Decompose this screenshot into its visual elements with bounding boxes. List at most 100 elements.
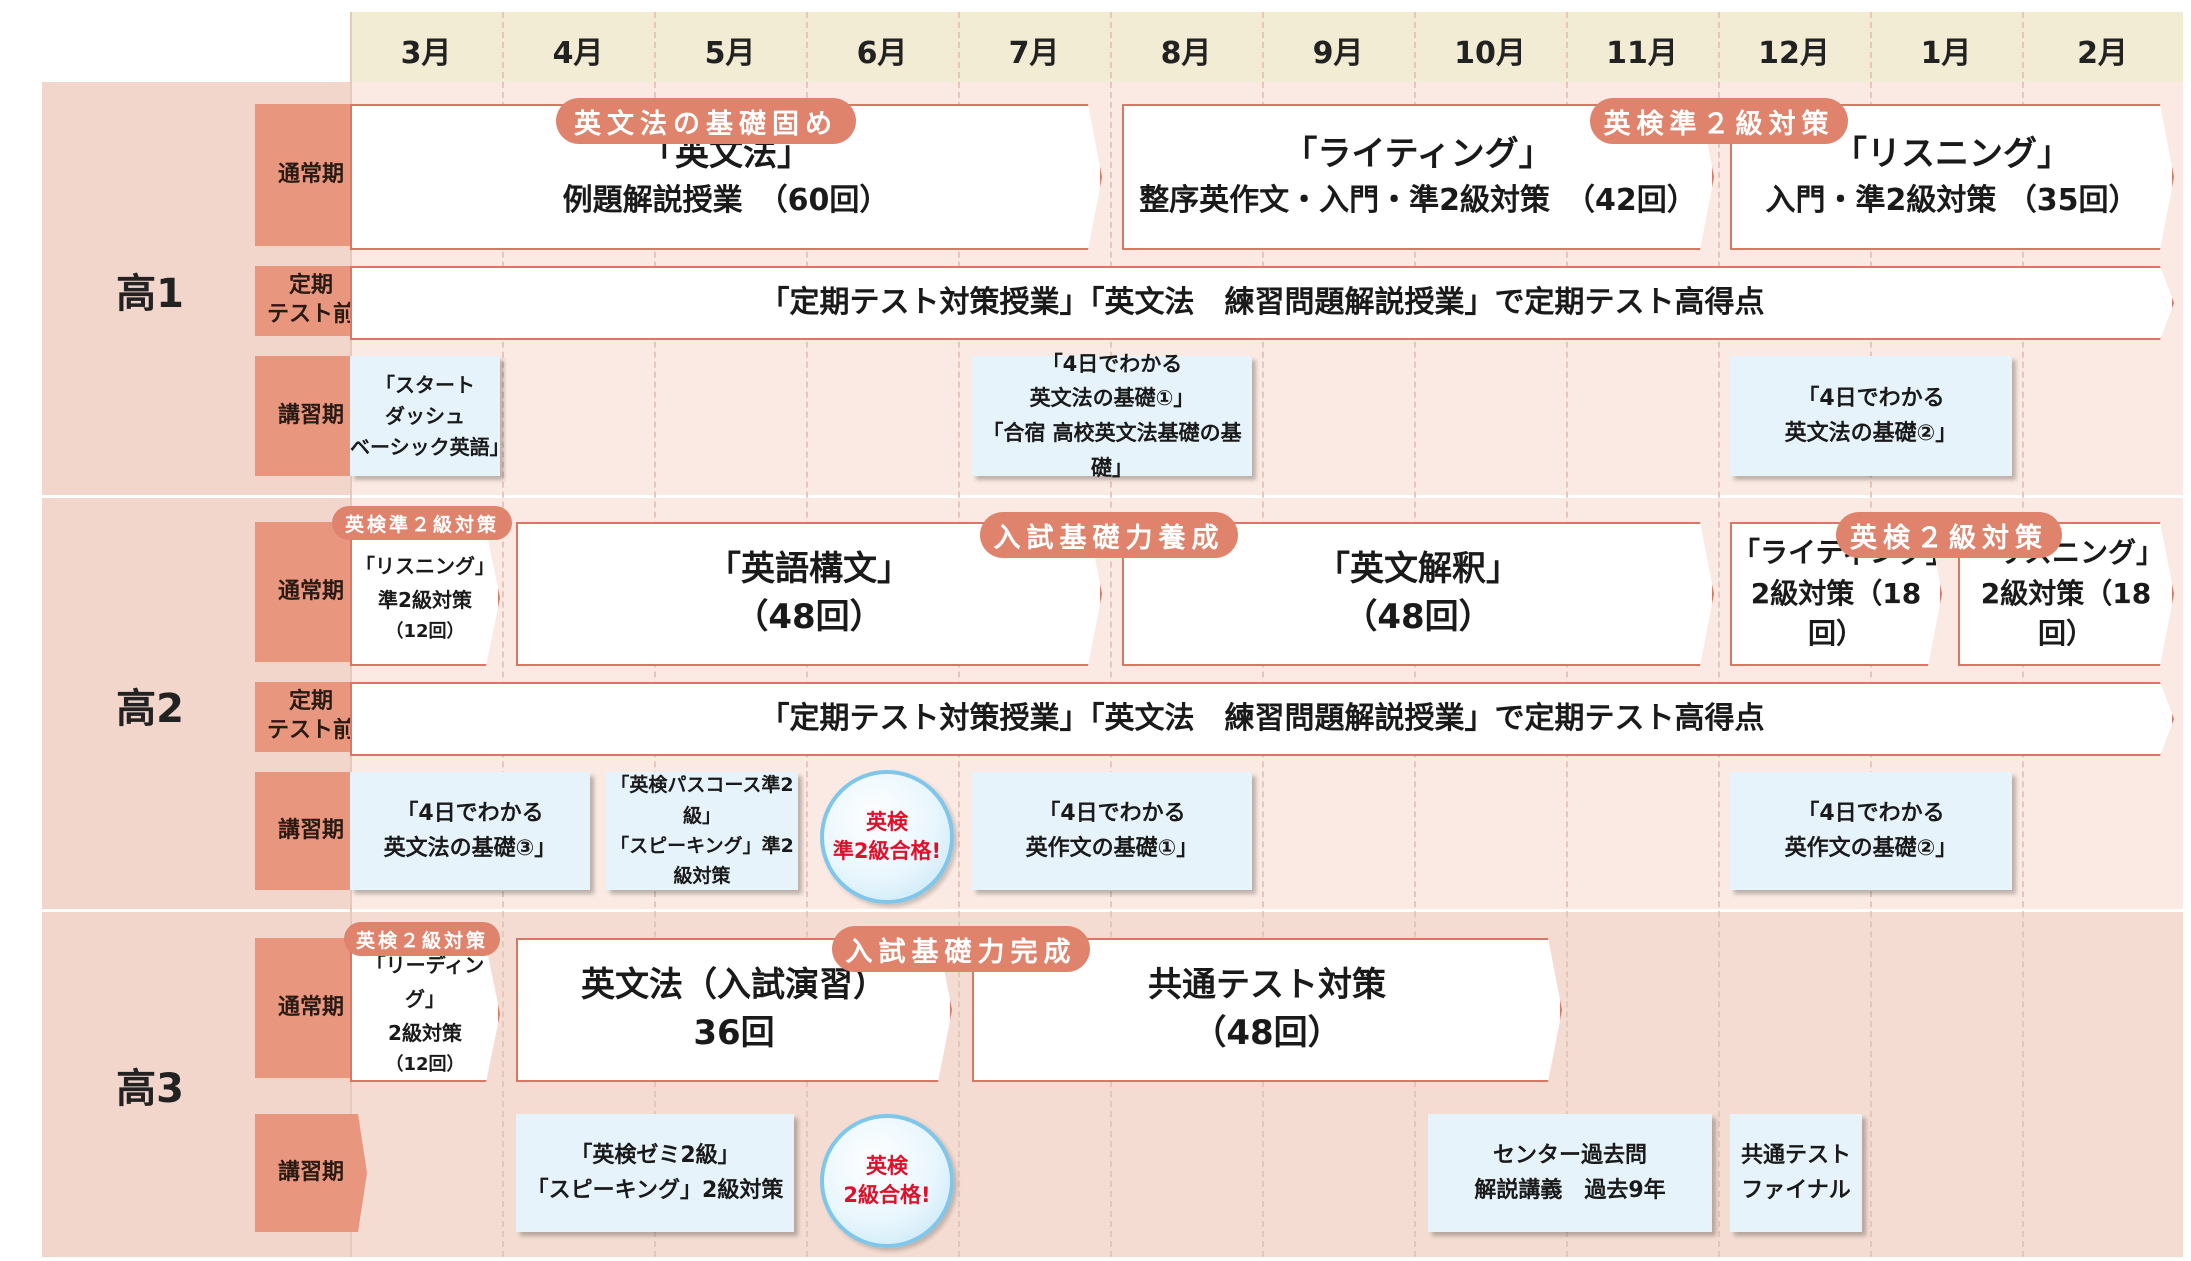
g2-tag-eiken2: 英検２級対策	[1836, 512, 2062, 558]
month-label: 5月	[704, 36, 756, 71]
row-label-exam: 定期テスト前	[255, 266, 367, 336]
g1-grammar-sub: 例題解説授業 （60回）	[562, 183, 890, 219]
g1-tag-eiken: 英検準２級対策	[1590, 98, 1848, 144]
g3-seasonal-eiken-seminar: 「英検ゼミ2級」 「スピーキング」2級対策	[516, 1114, 794, 1232]
g1-tag-grammar: 英文法の基礎固め	[556, 98, 856, 144]
g2-tag-nyushi: 入試基礎力養成	[980, 512, 1238, 558]
grade-label-3: 高3	[116, 1066, 184, 1112]
text-line: ベーシック英語」	[350, 434, 510, 459]
g1-seasonal-start-dash: 「スタート ダッシュ ベーシック英語」	[350, 356, 510, 476]
text-line: 「英検ゼミ2級」	[570, 1142, 740, 1168]
month-label: 1月	[1920, 36, 1972, 71]
row-label-regular: 通常期	[255, 938, 367, 1078]
month-label: 6月	[856, 36, 908, 71]
row-label-exam: 定期テスト前	[255, 682, 367, 752]
text-line: 解説講義 過去9年	[1474, 1178, 1666, 1203]
text-line: 英検	[866, 809, 908, 834]
row-label-seasonal: 講習期	[255, 356, 367, 476]
month-label: 3月	[400, 36, 452, 71]
gridline	[1718, 12, 1720, 1257]
g2-listening-sub: 2級対策（18回）	[1980, 576, 2152, 651]
text-line: 「4日でわかる	[1797, 800, 1945, 826]
g1-seasonal-grammar1: 「4日でわかる 英文法の基礎①」 「合宿 高校英文法基礎の基礎」	[972, 352, 1252, 480]
g2-koubun-course: 「英語構文」 （48回）	[516, 522, 1102, 666]
g3-seasonal-common-final: 共通テスト ファイナル	[1730, 1114, 1862, 1232]
gridline	[502, 12, 504, 1257]
month-label: 7月	[1008, 36, 1060, 71]
row-label-regular: 通常期	[255, 104, 367, 246]
text-line: 「4日でわかる	[1038, 800, 1186, 826]
text-line: （12回）	[385, 620, 465, 642]
g1-exam-text: 「定期テスト対策授業」「英文法 練習問題解説授業」で定期テスト高得点	[759, 285, 1765, 321]
text-line: 英文法の基礎②」	[1784, 421, 1958, 446]
g2-eiken-pass-badge: 英検 準2級合格!	[820, 770, 954, 904]
gridline	[1110, 12, 1112, 1257]
g2-koubun-title: 「英語構文」	[707, 549, 911, 590]
g1-writing-title: 「ライティング」	[1283, 134, 1553, 175]
g2-tag-eiken: 英検準２級対策	[332, 506, 512, 540]
text-line: 「スピーキング」2級対策	[526, 1178, 784, 1203]
g3-common-sub: （48回）	[1192, 1013, 1342, 1053]
g1-seasonal-grammar2: 「4日でわかる 英文法の基礎②」	[1730, 356, 2012, 476]
g2-exam-text: 「定期テスト対策授業」「英文法 練習問題解説授業」で定期テスト高得点	[759, 701, 1765, 737]
month-label: 11月	[1606, 36, 1678, 71]
g3-reading-course: 「リーディング」 2級対策 （12回）	[350, 946, 500, 1082]
text-line: 2級対策	[388, 1020, 462, 1045]
text-line: 英文法の基礎①」	[1029, 386, 1195, 411]
row-label-seasonal: 講習期	[255, 772, 367, 890]
g2-seasonal-grammar3: 「4日でわかる 英文法の基礎③」	[350, 772, 590, 890]
g2-writing-sub: 2級対策（18回）	[1750, 576, 1922, 651]
g1-exam-prep: 「定期テスト対策授業」「英文法 練習問題解説授業」で定期テスト高得点	[350, 266, 2174, 340]
text-line: 「合宿 高校英文法基礎の基礎」	[982, 421, 1242, 480]
g3-grammar-title: 英文法（入試演習）	[581, 965, 887, 1006]
text-line: 2級合格!	[843, 1183, 931, 1207]
text-line: （12回）	[385, 1053, 465, 1075]
text-line: 準2級対策	[378, 587, 472, 612]
g2-listening-course: 「リスニング」 準2級対策 （12回）	[350, 530, 500, 666]
text-line: 英検	[866, 1153, 908, 1178]
text-line: 「英検パスコース準2級」	[610, 774, 794, 827]
text-line: ダッシュ	[385, 403, 465, 428]
text-line: 準2級合格!	[832, 839, 942, 863]
text-line: 「4日でわかる	[1041, 351, 1183, 376]
g2-kaishaku-title: 「英文解釈」	[1316, 549, 1520, 590]
text-line: 「スピーキング」準2級対策	[610, 835, 794, 888]
g3-eiken-pass-badge: 英検 2級合格!	[820, 1114, 954, 1248]
grade-label-2: 高2	[116, 686, 184, 732]
row-label-regular: 通常期	[255, 522, 367, 662]
text-line: 英作文の基礎②」	[1784, 836, 1958, 861]
g2-kaishaku-sub: （48回）	[1343, 597, 1493, 637]
month-header-labels: 3月 4月 5月 6月 7月 8月 9月 10月 11月 12月 1月 2月	[350, 10, 2183, 90]
text-line: 共通テスト	[1740, 1142, 1851, 1168]
g2-exam-prep: 「定期テスト対策授業」「英文法 練習問題解説授業」で定期テスト高得点	[350, 682, 2174, 756]
g3-seasonal-center-past: センター過去問 解説講義 過去9年	[1428, 1114, 1712, 1232]
month-label: 2月	[2077, 36, 2128, 71]
g1-listening-title: 「リスニング」	[1833, 134, 2071, 175]
g3-common-title: 共通テスト対策	[1148, 965, 1386, 1006]
g2-koubun-sub: （48回）	[734, 597, 884, 637]
g1-writing-sub: 整序英作文・入門・準2級対策 （42回）	[1139, 183, 1697, 219]
g2-seasonal-pass-course: 「英検パスコース準2級」 「スピーキング」準2級対策	[606, 772, 798, 890]
g2-seasonal-composition1: 「4日でわかる 英作文の基礎①」	[972, 772, 1252, 890]
month-label: 10月	[1454, 36, 1526, 71]
month-label: 4月	[552, 36, 604, 71]
text-line: 「スタート	[375, 372, 475, 397]
text-line: 「リスニング」	[355, 553, 495, 578]
g3-tag-eiken: 英検２級対策	[344, 922, 500, 956]
text-line: 英文法の基礎③」	[383, 836, 557, 861]
grade-label-1: 高1	[116, 271, 184, 317]
month-label: 12月	[1758, 36, 1830, 71]
g3-tag-nyushi: 入試基礎力完成	[832, 926, 1090, 972]
text-line: ファイナル	[1741, 1178, 1851, 1203]
row-label-seasonal: 講習期	[255, 1114, 367, 1232]
g1-listening-sub: 入門・準2級対策 （35回）	[1765, 183, 2139, 219]
text-line: 「4日でわかる	[1797, 385, 1945, 411]
g3-common-test-course: 共通テスト対策 （48回）	[972, 938, 1562, 1082]
text-line: 英作文の基礎①」	[1025, 836, 1199, 861]
g2-seasonal-composition2: 「4日でわかる 英作文の基礎②」	[1730, 772, 2012, 890]
month-label: 8月	[1160, 36, 1212, 71]
text-line: センター過去問	[1492, 1142, 1647, 1168]
text-line: 「リーディング」	[365, 952, 485, 1011]
month-label: 9月	[1312, 36, 1364, 71]
g3-grammar-sub: 36回	[693, 1013, 775, 1053]
